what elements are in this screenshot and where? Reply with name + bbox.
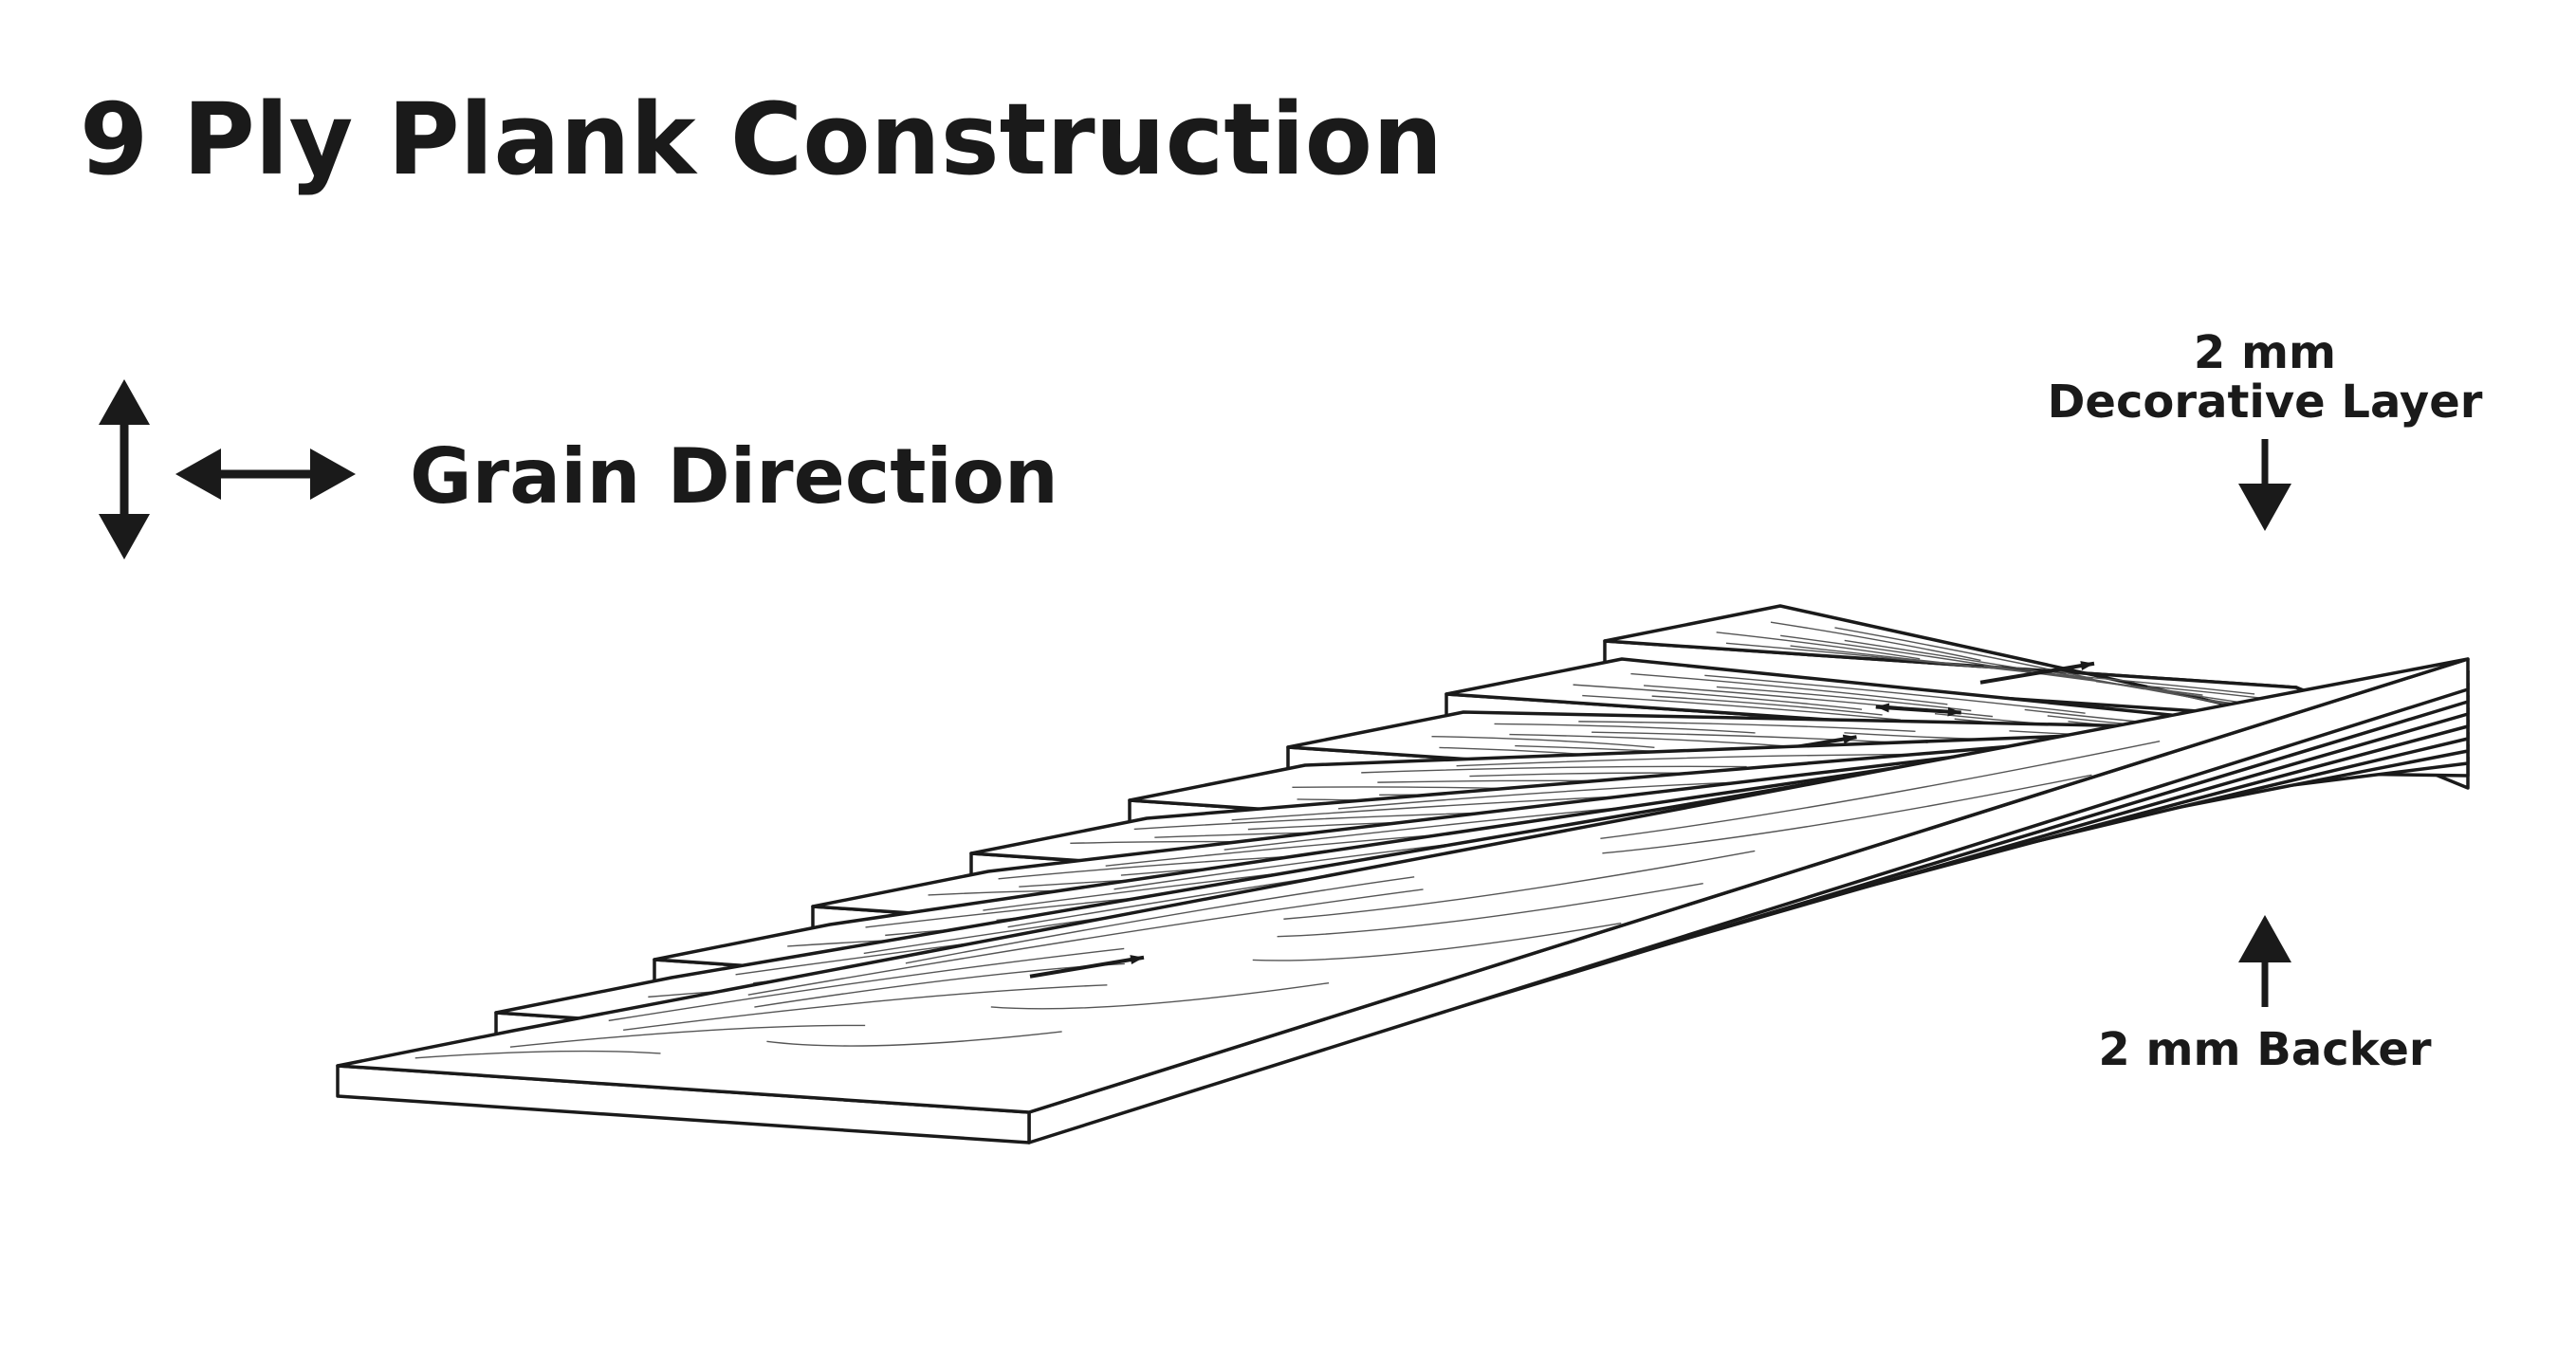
up-arrow-icon (2238, 915, 2291, 1007)
grain-line (1651, 695, 1883, 716)
ply-stack (336, 604, 2470, 1144)
grain-line (1770, 621, 1981, 662)
grain-line (1494, 723, 1756, 734)
grain-line (1582, 694, 1901, 721)
grain-line (1725, 642, 1972, 668)
decorative-layer-callout: 2 mm Decorative Layer (2048, 326, 2483, 531)
grain-line (1630, 672, 1948, 705)
grain-line (905, 876, 1415, 964)
grain-line (1780, 634, 2033, 673)
ply-layer (336, 657, 2470, 1144)
backer-callout: 2 mm Backer (2098, 915, 2432, 1076)
wood-grain-texture (414, 741, 2161, 1059)
grain-line (1456, 753, 1937, 767)
grain-line (1431, 735, 1655, 748)
down-arrow-icon (2238, 439, 2291, 531)
grain-direction-legend: Grain Direction (99, 379, 1058, 559)
page-title: 9 Ply Plank Construction (80, 82, 1443, 197)
grain-line (1600, 741, 2161, 840)
ply-grain-arrow (1979, 661, 2095, 685)
grain-line (1834, 627, 2093, 680)
grain-line (1578, 721, 1916, 733)
grain-line (1252, 922, 1622, 961)
legend-label: Grain Direction (410, 432, 1058, 521)
ply-grain-arrow (1029, 955, 1145, 979)
grain-line (1361, 765, 1747, 774)
horizontal-double-arrow-icon (175, 449, 356, 500)
grain-line (1337, 781, 1743, 810)
grain-line (990, 981, 1330, 1010)
decorative-layer-thickness: 2 mm (2194, 326, 2336, 379)
grain-line (1716, 632, 1921, 660)
grain-line (766, 1031, 1062, 1047)
grain-line (414, 1050, 661, 1059)
grain-line (1277, 882, 1703, 938)
grain-line (1704, 674, 2086, 714)
grain-line (747, 888, 1424, 996)
grain-line (623, 984, 1108, 1031)
ply-grain-arrow (1875, 703, 1961, 717)
ply-top-face (336, 657, 2470, 1114)
grain-line (1509, 733, 1801, 748)
backer-label: 2 mm Backer (2098, 1023, 2431, 1076)
decorative-layer-label: Decorative Layer (2048, 375, 2483, 429)
grain-line (1573, 684, 1863, 710)
grain-line (608, 947, 1125, 1022)
vertical-double-arrow-icon (99, 379, 150, 559)
grain-line (509, 1024, 866, 1048)
grain-line (1283, 850, 1756, 920)
grain-line (1602, 774, 2092, 854)
grain-line (1716, 686, 1972, 712)
